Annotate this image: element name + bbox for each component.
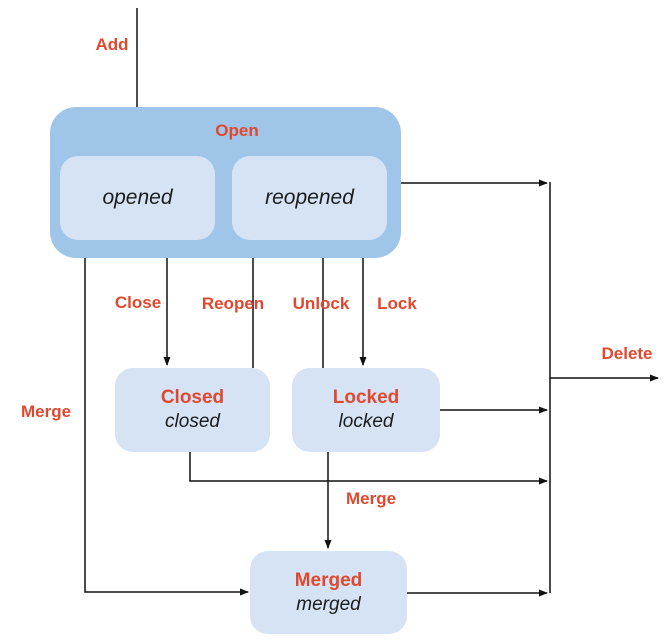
merged-state-subtitle: merged — [296, 593, 361, 615]
transition-label-merge-left: Merge — [20, 402, 72, 421]
transition-label-delete: Delete — [601, 344, 653, 363]
closed-state-subtitle: closed — [165, 411, 220, 432]
opened-substate: opened — [60, 156, 215, 240]
opened-substate-label: opened — [102, 186, 173, 209]
reopened-substate-label: reopened — [265, 186, 354, 209]
merged-state: Merged merged — [250, 551, 407, 634]
reopened-substate: reopened — [232, 156, 387, 240]
locked-state-title: Locked — [332, 387, 400, 408]
closed-state: Closed closed — [115, 368, 270, 452]
transition-label-unlock: Unlock — [292, 294, 350, 313]
transition-label-reopen: Reopen — [201, 294, 265, 313]
open-state-label: Open — [215, 121, 259, 140]
merged-state-title: Merged — [294, 569, 363, 591]
transition-label-add: Add — [95, 35, 129, 54]
arrow-open-to-merged — [84, 258, 249, 596]
closed-state-title: Closed — [160, 387, 225, 408]
arrow-closed-to-delete — [189, 452, 548, 485]
transition-label-lock: Lock — [377, 294, 417, 313]
transition-label-merge-middle: Merge — [345, 489, 397, 508]
locked-state-subtitle: locked — [338, 411, 394, 432]
transition-label-close: Close — [114, 293, 162, 312]
locked-state: Locked locked — [292, 368, 440, 452]
